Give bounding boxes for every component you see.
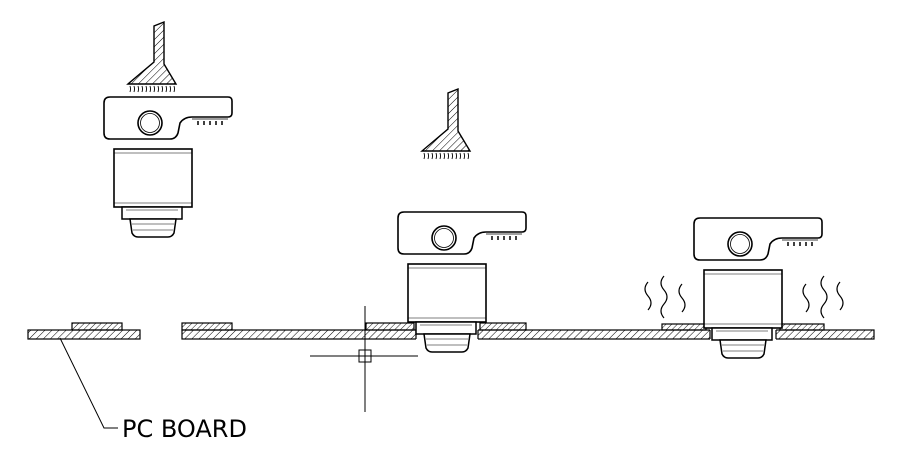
- label-leader-line: [59, 337, 118, 429]
- placement-crosshair: [310, 306, 418, 412]
- solder-pad: [365, 322, 415, 331]
- pickup-nozzle-left: [127, 21, 177, 93]
- solder-pads: [71, 322, 825, 331]
- pc-board-label: PC BOARD: [122, 415, 247, 443]
- heat-waves-right: [802, 275, 844, 319]
- pc-board-segment-left: [27, 329, 141, 340]
- solder-pad: [479, 322, 527, 331]
- heat-waves-left: [644, 275, 686, 319]
- solder-pad: [661, 323, 707, 331]
- pc-board-segment-right: [181, 329, 875, 340]
- solder-pad: [779, 323, 825, 331]
- pickup-nozzle-middle: [421, 88, 471, 160]
- solder-pad: [71, 322, 123, 331]
- component-picked: [103, 96, 233, 238]
- solder-pad: [181, 322, 233, 331]
